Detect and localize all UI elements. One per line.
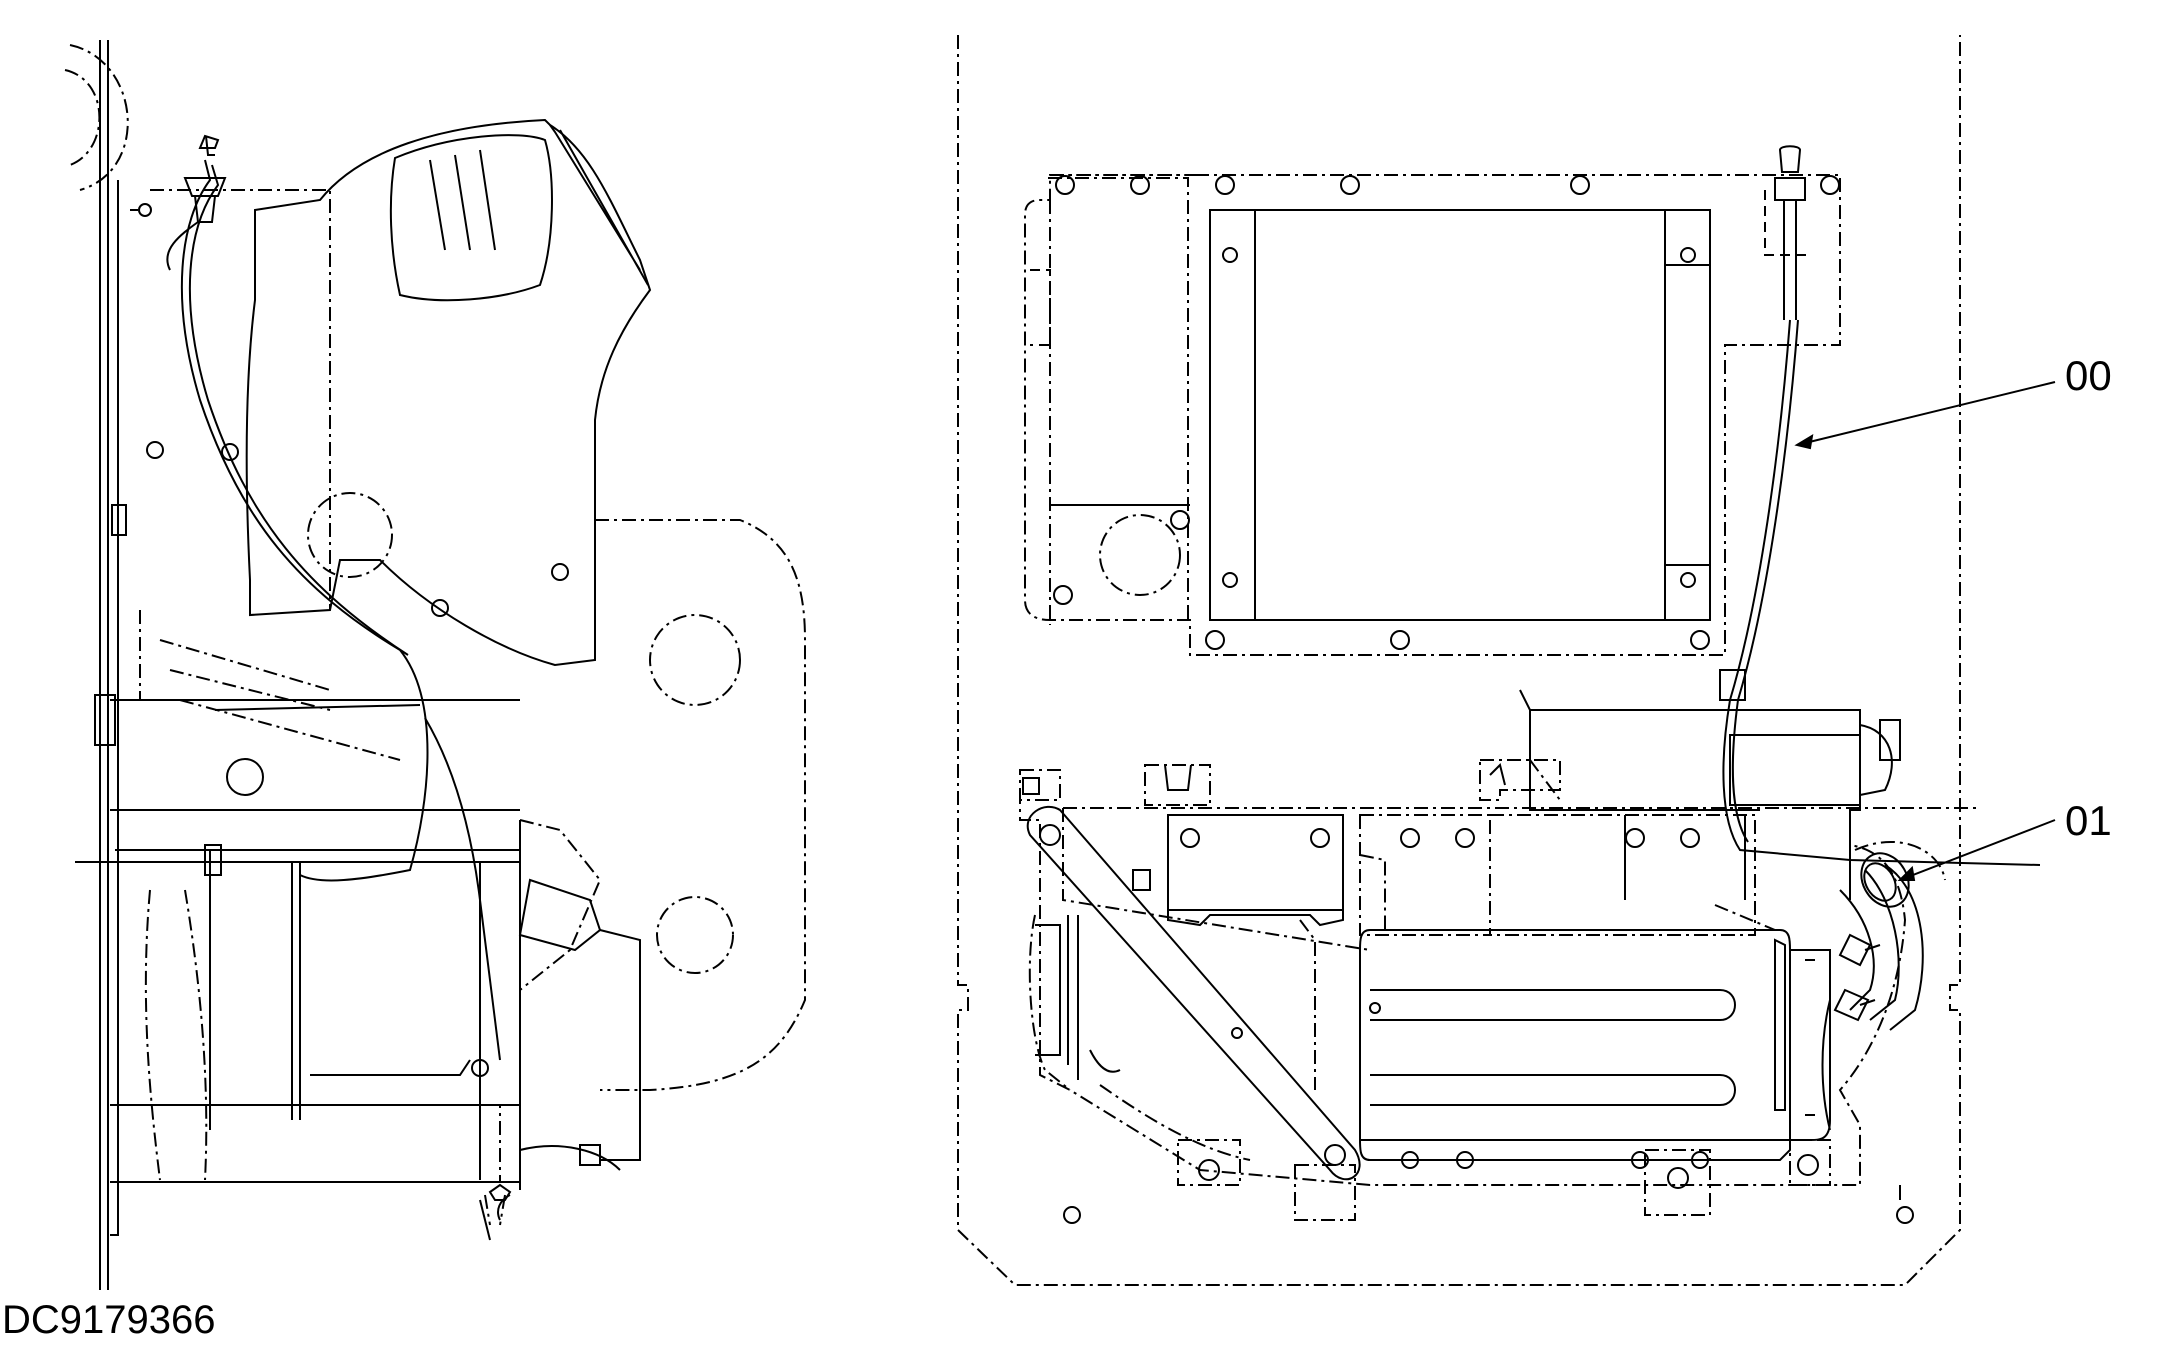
side-view [64, 40, 806, 1290]
top-view [957, 35, 2041, 1286]
callout-label-01: 01 [2065, 797, 2112, 844]
leader-line-01 [1899, 819, 2056, 881]
drawing-id-label: DC9179366 [2, 1298, 216, 1342]
leader-line-00 [1796, 381, 2056, 446]
callout-label-00: 00 [2065, 352, 2112, 399]
